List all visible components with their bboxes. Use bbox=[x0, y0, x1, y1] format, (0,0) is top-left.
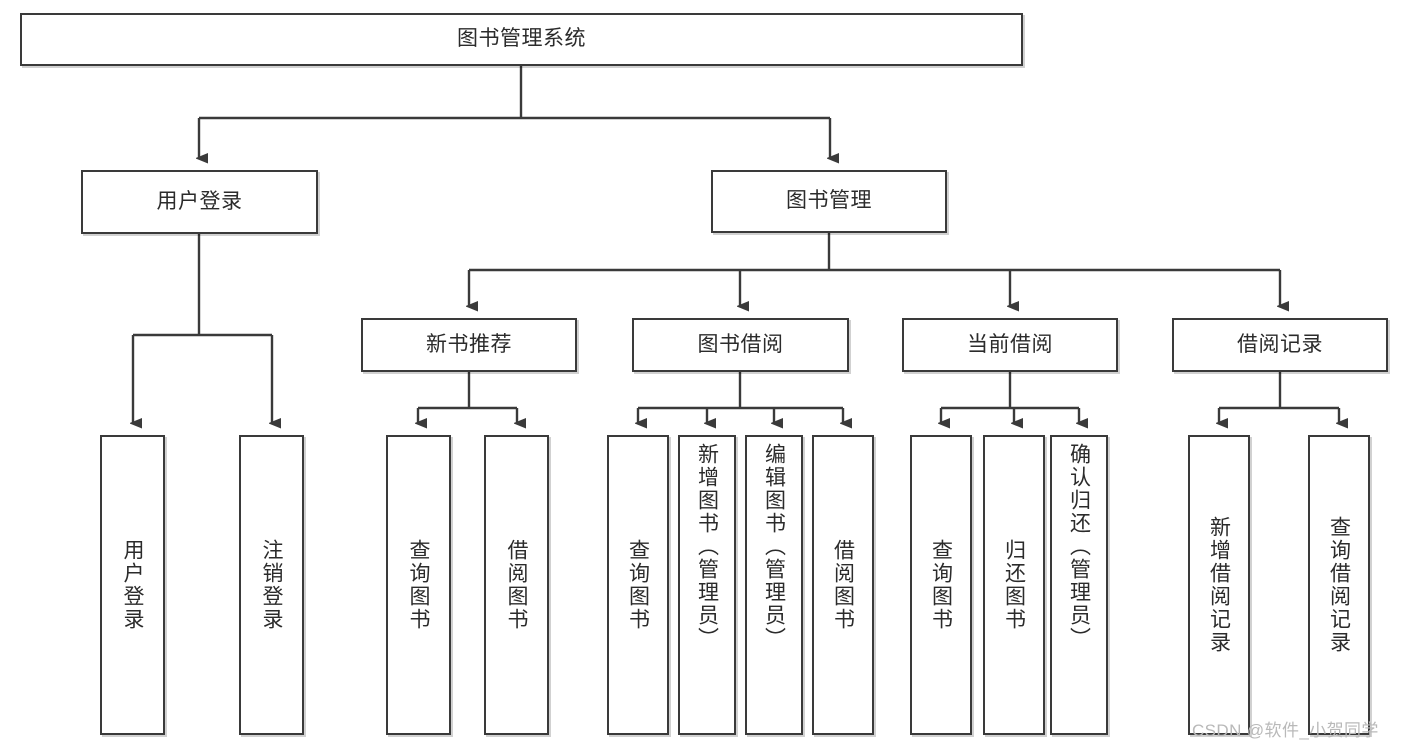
node-borrow-record[interactable]: 借阅记录 bbox=[1172, 318, 1388, 372]
node-leaf-add-book[interactable]: 新增图书（管理员） bbox=[678, 435, 736, 735]
node-borrow-record-label: 借阅记录 bbox=[1237, 332, 1323, 356]
node-leaf-add-book-label: 新增图书（管理员） bbox=[695, 443, 719, 650]
csdn-watermark: CSDN @软件_小贺同学 bbox=[1192, 721, 1379, 740]
node-current-borrow[interactable]: 当前借阅 bbox=[902, 318, 1118, 372]
node-new-book-recommend[interactable]: 新书推荐 bbox=[361, 318, 577, 372]
node-book-borrow[interactable]: 图书借阅 bbox=[632, 318, 849, 372]
node-leaf-query-book-1-label: 查询图书 bbox=[407, 539, 431, 631]
node-leaf-return-book[interactable]: 归还图书 bbox=[983, 435, 1045, 735]
node-current-borrow-label: 当前借阅 bbox=[967, 332, 1053, 356]
node-leaf-query-book-3[interactable]: 查询图书 bbox=[910, 435, 972, 735]
node-leaf-query-book-3-label: 查询图书 bbox=[929, 539, 953, 631]
node-leaf-edit-book[interactable]: 编辑图书（管理员） bbox=[745, 435, 803, 735]
node-book-manage[interactable]: 图书管理 bbox=[711, 170, 947, 233]
node-leaf-borrow-book-1-label: 借阅图书 bbox=[505, 539, 529, 631]
node-user-login-label: 用户登录 bbox=[156, 189, 243, 213]
node-leaf-return-book-label: 归还图书 bbox=[1002, 539, 1026, 631]
node-leaf-query-record[interactable]: 查询借阅记录 bbox=[1308, 435, 1370, 735]
node-leaf-logout[interactable]: 注销登录 bbox=[239, 435, 304, 735]
node-leaf-add-record[interactable]: 新增借阅记录 bbox=[1188, 435, 1250, 735]
node-leaf-confirm-return[interactable]: 确认归还（管理员） bbox=[1050, 435, 1108, 735]
node-new-book-recommend-label: 新书推荐 bbox=[426, 332, 512, 356]
node-user-login[interactable]: 用户登录 bbox=[81, 170, 318, 234]
node-leaf-add-record-label: 新增借阅记录 bbox=[1207, 516, 1231, 654]
node-leaf-query-book-2-label: 查询图书 bbox=[626, 539, 650, 631]
node-leaf-query-book-2[interactable]: 查询图书 bbox=[607, 435, 669, 735]
node-root-label: 图书管理系统 bbox=[457, 27, 586, 51]
node-book-manage-label: 图书管理 bbox=[786, 189, 872, 213]
node-root[interactable]: 图书管理系统 bbox=[20, 13, 1023, 66]
node-leaf-edit-book-label: 编辑图书（管理员） bbox=[762, 443, 786, 650]
node-leaf-borrow-book-2[interactable]: 借阅图书 bbox=[812, 435, 874, 735]
node-leaf-confirm-return-label: 确认归还（管理员） bbox=[1067, 443, 1091, 650]
node-leaf-query-book-1[interactable]: 查询图书 bbox=[386, 435, 451, 735]
node-leaf-borrow-book-2-label: 借阅图书 bbox=[831, 539, 855, 631]
node-leaf-user-login-label: 用户登录 bbox=[121, 539, 145, 631]
node-leaf-borrow-book-1[interactable]: 借阅图书 bbox=[484, 435, 549, 735]
node-book-borrow-label: 图书借阅 bbox=[697, 332, 784, 356]
node-leaf-query-record-label: 查询借阅记录 bbox=[1327, 516, 1351, 654]
node-leaf-user-login[interactable]: 用户登录 bbox=[100, 435, 165, 735]
node-leaf-logout-label: 注销登录 bbox=[260, 539, 284, 631]
